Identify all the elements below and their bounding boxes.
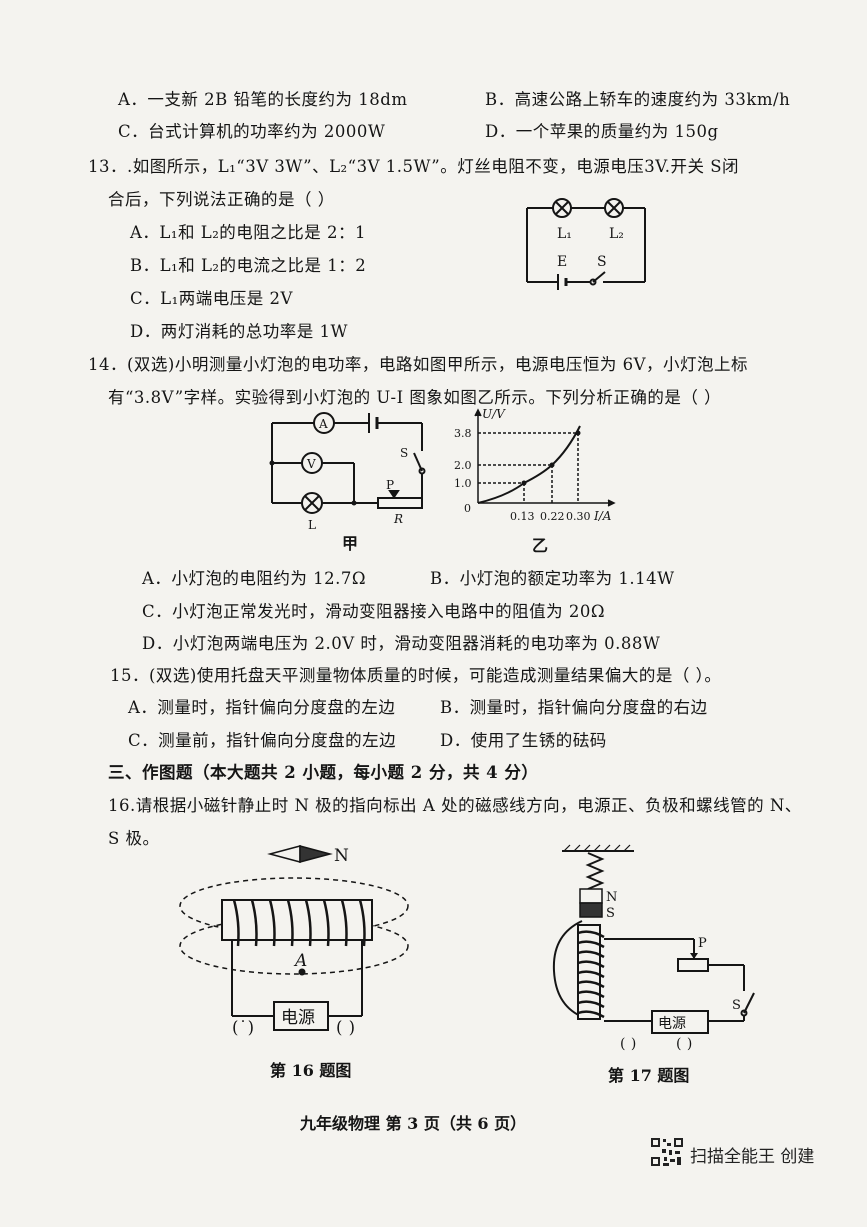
q17-right-terminal-blank: ( ) <box>676 1036 693 1052</box>
compass-needle-icon <box>267 845 333 863</box>
q13-option-d: D．两灯消耗的总功率是 1W <box>130 322 348 341</box>
y-tick-3-8: 3.8 <box>454 427 472 440</box>
power-source-label: 电源 <box>658 1016 686 1032</box>
switch-icon <box>740 992 755 1017</box>
switch-icon <box>413 452 426 475</box>
q14-option-d: D．小灯泡两端电压为 2.0V 时，滑动变阻器消耗的电功率为 0.88W <box>142 634 661 653</box>
q14-stem-line2: 有“3.8V”字样。实验得到小灯泡的 U-I 图象如图乙所示。下列分析正确的是（… <box>108 388 722 407</box>
q15-option-a: A．测量时，指针偏向分度盘的左边 <box>128 698 396 717</box>
q16-stem-line2: S 极。 <box>108 829 160 848</box>
q15-option-d: D．使用了生锈的砝码 <box>440 731 607 750</box>
q13-option-c: C．L₁两端电压是 2V <box>130 289 293 308</box>
q16-right-terminal-blank: ( ) <box>336 1018 356 1037</box>
y-tick-1-0: 1.0 <box>454 477 472 490</box>
x-tick-0-22: 0.22 <box>540 510 565 523</box>
q13-option-a: A．L₁和 L₂的电阻之比是 2：1 <box>130 223 367 242</box>
page-footer: 九年级物理 第 3 页（共 6 页） <box>300 1114 527 1133</box>
rheostat-icon <box>677 953 709 972</box>
section-3-heading: 三、作图题（本大题共 2 小题，每小题 2 分，共 4 分） <box>108 763 539 782</box>
figure-jia-caption: 甲 <box>342 534 359 553</box>
compass-n-label: N <box>334 846 349 866</box>
switch-label: S <box>732 998 741 1013</box>
q15-stem: 15．(双选)使用托盘天平测量物体质量的时候，可能造成测量结果偏大的是（ ）。 <box>110 666 722 685</box>
slider-p-label: P <box>386 478 394 492</box>
power-source-box: 电源 <box>651 1010 709 1034</box>
q12-option-c: C．台式计算机的功率约为 2000W <box>118 122 386 141</box>
spring-icon <box>585 852 605 890</box>
power-source-box: 电源 <box>273 1001 329 1031</box>
q17-electromagnet-diagram: N S P S 电源 <box>552 844 755 1034</box>
q16-figure-caption: 第 16 题图 <box>270 1061 352 1080</box>
q16-stem-line1: 16.请根据小磁针静止时 N 极的指向标出 A 处的磁感线方向，电源正、负极和螺… <box>108 796 802 815</box>
magnet-s-label: S <box>606 906 615 921</box>
slider-p-label: P <box>698 936 707 951</box>
voltmeter-icon <box>301 452 323 474</box>
ui-curve <box>477 425 581 504</box>
x-axis-label: I/A <box>593 509 612 523</box>
ammeter-label: A <box>318 417 328 431</box>
label-e: E <box>557 254 567 270</box>
lamp-label: L <box>308 518 316 532</box>
lamp-l2-icon <box>604 198 624 218</box>
label-l1: L₁ <box>557 226 572 242</box>
qr-code-icon <box>650 1137 684 1167</box>
magnet-n-label: N <box>606 890 617 905</box>
point-a-marker <box>298 968 306 976</box>
q12-option-b: B．高速公路上轿车的速度约为 33km/h <box>485 90 791 109</box>
y-axis-label: U/V <box>482 407 506 421</box>
y-tick-2-0: 2.0 <box>454 459 472 472</box>
q13-circuit-diagram: L₁ L₂ E S <box>526 198 646 290</box>
q15-option-c: C．测量前，指针偏向分度盘的左边 <box>128 731 397 750</box>
coil-windings-icon <box>577 930 605 1019</box>
q16-solenoid-diagram: N A 电源 <box>179 845 409 1031</box>
q12-option-a: A．一支新 2B 铅笔的长度约为 18dm <box>118 90 408 109</box>
figure-yi-caption: 乙 <box>532 536 549 555</box>
bar-magnet-icon <box>579 888 603 918</box>
q15-option-b: B．测量时，指针偏向分度盘的右边 <box>440 698 708 717</box>
label-l2: L₂ <box>609 226 624 242</box>
origin-label: 0 <box>464 502 471 515</box>
power-source-label: 电源 <box>281 1008 315 1028</box>
battery-icon <box>557 274 568 290</box>
scanner-watermark: 扫描全能王 创建 <box>690 1147 815 1167</box>
q13-option-b: B．L₁和 L₂的电流之比是 1：2 <box>130 256 367 275</box>
q14-ui-graph: U/V 3.8 2.0 1.0 0 0.13 0.22 0.30 I/A <box>454 407 616 523</box>
rheostat-label: R <box>393 512 403 526</box>
voltmeter-label: V <box>306 457 316 471</box>
label-s: S <box>597 254 607 270</box>
q12-option-d: D．一个苹果的质量约为 150g <box>485 122 719 141</box>
point-a-label: A <box>293 951 307 971</box>
x-tick-0-30: 0.30 <box>566 510 591 523</box>
lamp-icon <box>301 492 323 514</box>
q14-option-a: A．小灯泡的电阻约为 12.7Ω <box>142 569 367 588</box>
q16-left-terminal-blank: (˙) <box>232 1018 255 1037</box>
q14-option-c: C．小灯泡正常发光时，滑动变阻器接入电路中的阻值为 20Ω <box>142 602 606 621</box>
rheostat-icon <box>377 490 423 509</box>
battery-icon <box>368 413 379 433</box>
coil-windings-icon <box>232 899 366 947</box>
switch-icon <box>589 271 606 286</box>
x-tick-0-13: 0.13 <box>510 510 535 523</box>
switch-label: S <box>400 446 408 460</box>
lamp-l1-icon <box>552 198 572 218</box>
q17-figure-caption: 第 17 题图 <box>608 1066 690 1085</box>
q14-circuit-jia: A S V P L R <box>269 412 426 532</box>
q13-stem-line1: 13．.如图所示，L₁“3V 3W”、L₂“3V 1.5W”。灯丝电阻不变，电源… <box>88 157 740 176</box>
q13-stem-line2: 合后，下列说法正确的是（ ） <box>108 190 335 209</box>
q17-left-terminal-blank: ( ) <box>620 1036 637 1052</box>
ammeter-icon <box>313 412 335 434</box>
q14-option-b: B．小灯泡的额定功率为 1.14W <box>430 569 675 588</box>
q14-stem-line1: 14．(双选)小明测量小灯泡的电功率，电路如图甲所示，电源电压恒为 6V，小灯泡… <box>88 355 749 374</box>
